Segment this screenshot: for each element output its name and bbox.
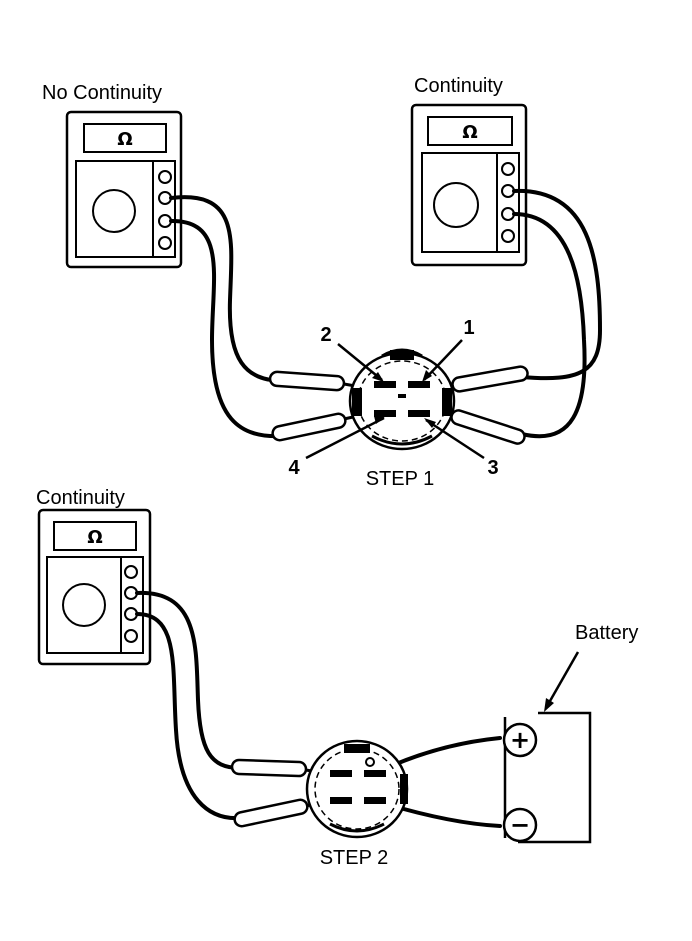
meter3-status-label: Continuity (36, 487, 125, 509)
battery-icon: + − (502, 711, 592, 844)
meter-no-continuity: No Continuity Ω (42, 82, 183, 269)
meter1-lead-a (169, 195, 284, 383)
step1-label: STEP 1 (366, 468, 435, 490)
meter2-ohm-icon: Ω (462, 122, 477, 143)
meter2-status-label: Continuity (414, 75, 503, 97)
terminal-1-label: 1 (463, 317, 474, 339)
step1-terminal-2-blade (374, 381, 396, 388)
meter2-dial-icon (433, 182, 479, 228)
meter1-jack-1 (158, 170, 172, 184)
step1-test-leads (169, 188, 603, 439)
meter1-jack-4 (158, 236, 172, 250)
battery-callout-arrow (544, 651, 580, 712)
meter1-status-label: No Continuity (42, 82, 162, 104)
terminal-4-label: 4 (288, 457, 300, 479)
meter2-jack-1 (501, 162, 515, 176)
meter1-dial-icon (92, 189, 136, 233)
step1-callouts (305, 339, 485, 460)
step1-terminal-4-blade (374, 410, 396, 417)
meter3-ohm-icon: Ω (87, 527, 102, 548)
battery-negative-terminal (502, 807, 538, 843)
meter1-display (83, 123, 167, 153)
meter-continuity-bottom: Continuity Ω (36, 487, 152, 666)
meter3-dial-icon (62, 583, 106, 627)
meter2-jack-4 (501, 229, 515, 243)
battery-label: Battery (575, 622, 638, 644)
meter1-lead-b (169, 218, 284, 439)
step2-switch-connector-icon (305, 739, 409, 839)
battery-negative-symbol: − (510, 811, 530, 839)
meter1-ohm-icon: Ω (117, 129, 132, 150)
battery-positive-terminal (502, 722, 538, 758)
meter2-display (427, 116, 513, 146)
step1-terminal-3-blade (408, 410, 430, 417)
meter3-lead-a (135, 590, 242, 770)
step2-label: STEP 2 (320, 847, 389, 869)
meter3-jack-4 (124, 629, 138, 643)
terminal-3-label: 3 (487, 457, 498, 479)
step1-terminal-1-blade (408, 381, 430, 388)
battery-positive-symbol: + (510, 726, 530, 754)
meter2-lead-b (512, 212, 587, 439)
terminal-2-label: 2 (320, 324, 331, 346)
meter2-lead-a (512, 188, 603, 381)
meter3-jack-1 (124, 565, 138, 579)
meter3-lead-b (135, 612, 242, 821)
meter-continuity-top: Continuity Ω (410, 75, 528, 267)
meter3-display (53, 521, 137, 551)
